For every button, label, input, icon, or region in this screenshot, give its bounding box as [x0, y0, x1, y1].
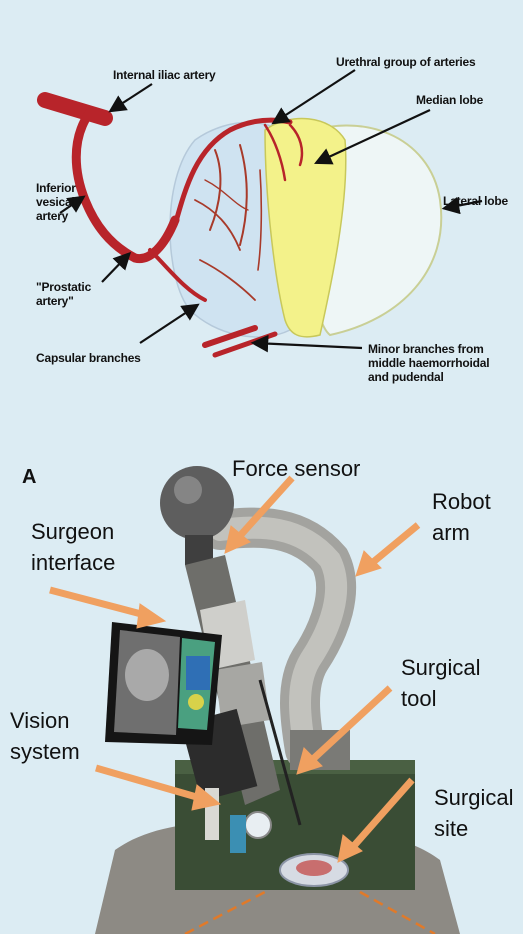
robot-panel: A Force sensor Robot arm Surgeon interfa…	[0, 430, 523, 934]
label-inferior-vesical-artery: Inferior vesical artery	[36, 181, 76, 223]
label-lateral-lobe: Lateral lobe	[443, 194, 508, 208]
label-urethral-arteries: Urethral group of arteries	[336, 55, 476, 69]
surgical-site-phantom	[280, 854, 348, 886]
force-sensor-sphere	[160, 466, 234, 540]
label-robot-arm: Robot arm	[432, 486, 491, 548]
label-vision-system: Vision system	[10, 705, 80, 767]
panel-letter: A	[22, 462, 36, 493]
anatomy-panel: Internal iliac artery Urethral group of …	[0, 0, 523, 430]
label-surgical-tool: Surgical tool	[401, 652, 480, 714]
label-surgical-site: Surgical site	[434, 782, 513, 844]
label-minor-branches: Minor branches from middle haemorrhoidal…	[368, 342, 489, 384]
label-prostatic-artery: "Prostatic artery"	[36, 280, 91, 308]
label-internal-iliac-artery: Internal iliac artery	[113, 68, 216, 82]
label-surgeon-interface: Surgeon interface	[31, 516, 115, 578]
label-median-lobe: Median lobe	[416, 93, 483, 107]
label-force-sensor: Force sensor	[232, 453, 360, 484]
surgeon-interface-monitor	[105, 622, 222, 745]
label-capsular-branches: Capsular branches	[36, 351, 141, 365]
